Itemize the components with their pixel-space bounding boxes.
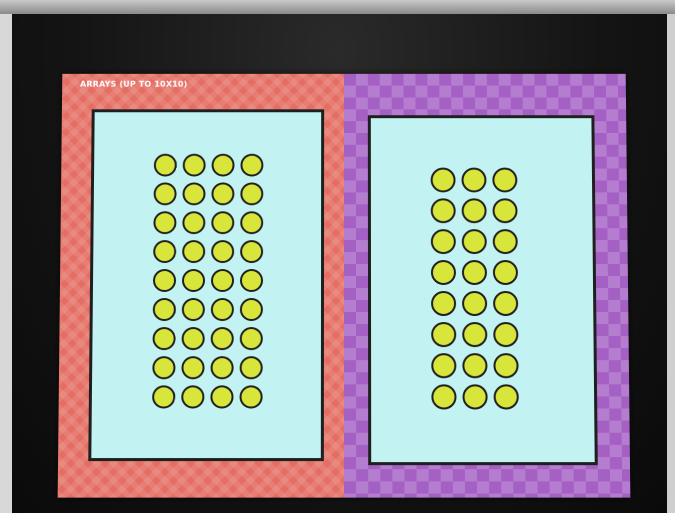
array-dot xyxy=(182,240,205,263)
projector-screen: ARRAYS (UP TO 10X10) xyxy=(58,74,631,498)
array-dot xyxy=(154,154,177,177)
array-dot xyxy=(211,298,234,321)
array-dot xyxy=(240,240,263,263)
array-dot xyxy=(462,260,487,285)
array-dot xyxy=(240,298,263,321)
array-dot xyxy=(239,385,262,408)
array-dot xyxy=(182,269,205,292)
array-dot xyxy=(212,154,235,177)
array-dot xyxy=(240,154,263,177)
array-dot xyxy=(493,260,518,285)
array-dot xyxy=(462,291,487,316)
array-dot xyxy=(431,384,456,409)
array-dot xyxy=(431,229,456,254)
array-dot xyxy=(462,229,487,254)
array-dot xyxy=(431,291,456,316)
array-dot xyxy=(182,211,205,234)
array-dot xyxy=(211,269,234,292)
array-dot xyxy=(462,384,487,409)
array-dot xyxy=(182,298,205,321)
array-dot xyxy=(181,385,204,408)
array-dot xyxy=(240,182,263,205)
array-dot xyxy=(461,168,486,193)
array-dot xyxy=(493,322,518,347)
array-dot xyxy=(153,211,176,234)
array-dot xyxy=(153,269,176,292)
array-dot xyxy=(153,298,176,321)
array-dot xyxy=(493,229,518,254)
left-array-card xyxy=(88,109,324,461)
array-dot xyxy=(183,154,206,177)
array-dot xyxy=(431,198,456,223)
left-panel: ARRAYS (UP TO 10X10) xyxy=(58,74,344,498)
array-dot xyxy=(153,240,176,263)
array-dot xyxy=(152,385,175,408)
right-array-card xyxy=(368,115,598,465)
array-dot xyxy=(153,327,176,350)
array-dot xyxy=(210,385,233,408)
ceiling-edge xyxy=(0,0,675,14)
array-dot xyxy=(493,198,518,223)
array-dot xyxy=(240,327,263,350)
array-dot xyxy=(494,384,519,409)
array-dot xyxy=(492,168,517,193)
array-dot xyxy=(431,260,456,285)
left-dot-array xyxy=(152,154,263,409)
array-dot xyxy=(462,322,487,347)
array-dot xyxy=(431,168,456,193)
array-dot xyxy=(211,327,234,350)
array-dot xyxy=(211,356,234,379)
array-dot xyxy=(182,182,205,205)
array-dot xyxy=(152,356,175,379)
array-dot xyxy=(240,269,263,292)
array-dot xyxy=(462,353,487,378)
array-dot xyxy=(240,211,263,234)
array-dot xyxy=(493,291,518,316)
array-dot xyxy=(211,182,234,205)
wall-right xyxy=(667,14,675,513)
array-dot xyxy=(431,322,456,347)
slide-title: ARRAYS (UP TO 10X10) xyxy=(80,80,187,89)
array-dot xyxy=(462,198,487,223)
array-dot xyxy=(493,353,518,378)
wall-left xyxy=(0,14,12,513)
array-dot xyxy=(181,356,204,379)
array-dot xyxy=(240,356,263,379)
array-dot xyxy=(154,182,177,205)
array-dot xyxy=(182,327,205,350)
array-dot xyxy=(211,211,234,234)
array-dot xyxy=(431,353,456,378)
right-dot-array xyxy=(431,168,519,410)
array-dot xyxy=(211,240,234,263)
right-panel xyxy=(344,74,630,498)
